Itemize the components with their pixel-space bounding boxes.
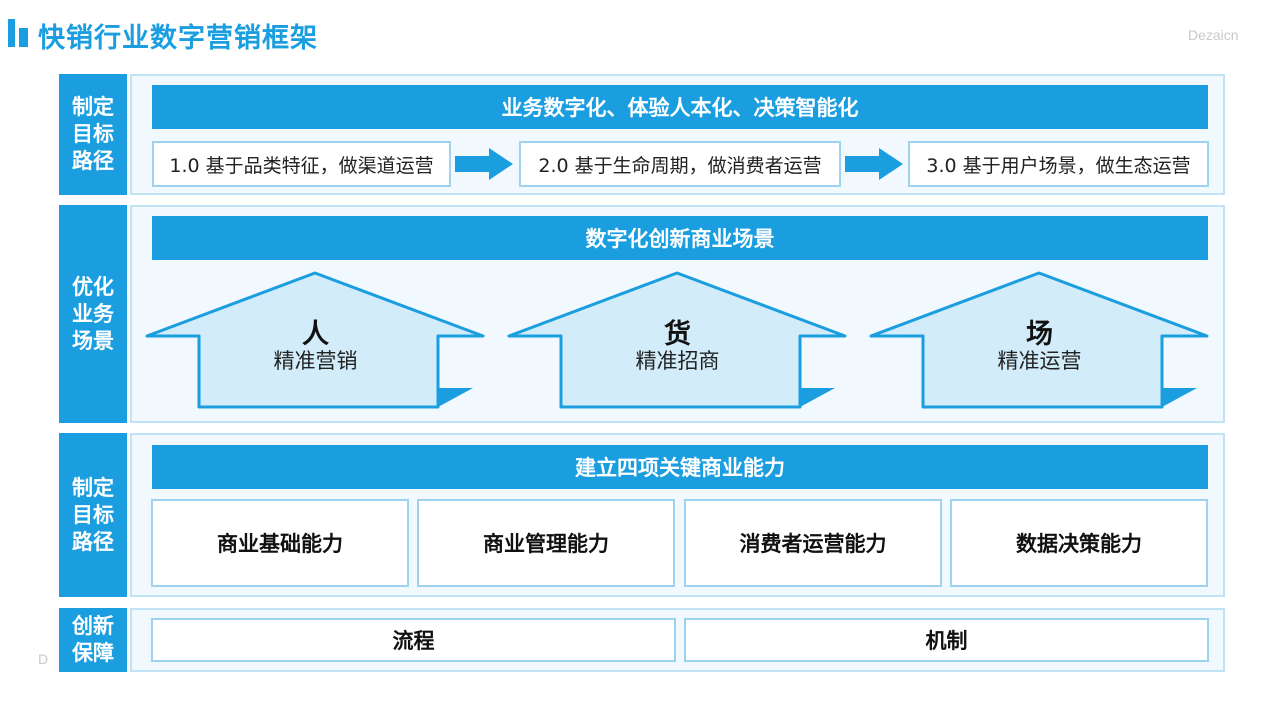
row-label-goal-path: 制定目标路径 <box>59 74 127 195</box>
house-title: 人 <box>302 319 329 350</box>
house-arrow-shape <box>145 271 485 409</box>
row-label-goal-path-2: 制定目标路径 <box>59 433 127 597</box>
watermark: Dezaicn <box>1188 27 1239 43</box>
stage-3: 3.0 基于用户场景，做生态运营 <box>908 141 1209 187</box>
watermark-small: D <box>38 651 49 667</box>
row-label-business-scene: 优化业务场景 <box>59 205 127 423</box>
page-title: 快销行业数字营销框架 <box>38 23 318 54</box>
house-place: 场 精准运营 <box>867 270 1212 412</box>
arrow-right-icon <box>455 148 513 180</box>
capability-box: 数据决策能力 <box>950 499 1208 587</box>
stage-2: 2.0 基于生命周期，做消费者运营 <box>519 141 841 187</box>
stage-1: 1.0 基于品类特征，做渠道运营 <box>152 141 451 187</box>
house-title: 场 <box>1026 319 1053 350</box>
house-subtitle: 精准招商 <box>635 349 720 373</box>
row-label-guarantee: 创新保障 <box>59 608 127 672</box>
band-goal-path: 业务数字化、体验人本化、决策智能化 <box>152 85 1208 129</box>
house-subtitle: 精准营销 <box>273 349 358 373</box>
capability-box: 消费者运营能力 <box>684 499 942 587</box>
house-goods: 货 精准招商 <box>505 270 850 412</box>
guarantee-mechanism: 机制 <box>684 618 1209 662</box>
band-capabilities: 建立四项关键商业能力 <box>152 445 1208 489</box>
arrow-right-icon <box>845 148 903 180</box>
house-arrow-shape <box>869 271 1209 409</box>
capability-box: 商业管理能力 <box>417 499 675 587</box>
house-title: 货 <box>664 319 691 350</box>
guarantee-process: 流程 <box>151 618 676 662</box>
band-business-scene: 数字化创新商业场景 <box>152 216 1208 260</box>
capability-box: 商业基础能力 <box>151 499 409 587</box>
house-subtitle: 精准运营 <box>997 349 1082 373</box>
house-arrow-shape <box>507 271 847 409</box>
house-people: 人 精准营销 <box>143 270 488 412</box>
title-bar-icon <box>8 19 28 47</box>
